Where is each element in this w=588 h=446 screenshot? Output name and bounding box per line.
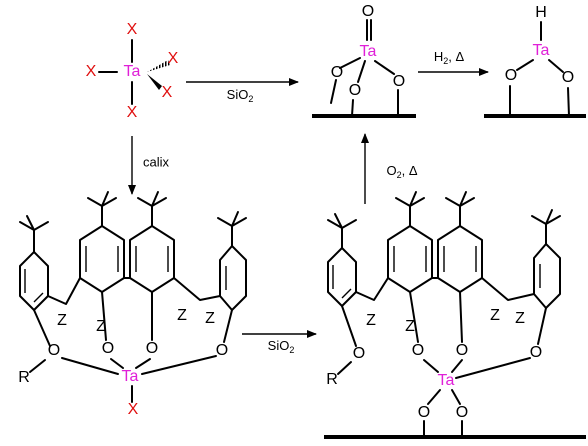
- oxygen-phenoxide-3: O: [216, 342, 228, 359]
- calixarene-tantalum-complex: Z Z Z Z O O O O R Ta X: [18, 191, 247, 418]
- oxygen-right: O: [562, 69, 574, 86]
- condition-sio2-bottom: SiO2: [268, 338, 295, 355]
- oxygen-phenoxide-3: O: [530, 344, 542, 361]
- z-bridge-1: Z: [57, 312, 67, 329]
- r-group: R: [326, 371, 338, 388]
- arrow-hydrogenation: H2, Δ: [418, 49, 489, 76]
- calixarene-framework: [19, 191, 247, 311]
- oxygen-phenoxide-2: O: [456, 342, 468, 359]
- grafted-tantalum-oxo-species: O Ta O O O: [312, 3, 416, 118]
- oxygen-alkoxy: O: [48, 342, 60, 359]
- oxygen-surface-left: O: [418, 404, 430, 421]
- tantalum-pentahalide-molecule: X X X X X Ta: [86, 21, 179, 121]
- condition-sio2-top: SiO2: [227, 87, 254, 104]
- grafted-calixarene-tantalum-complex: Z Z Z Z O O O O R Ta O O: [324, 191, 586, 439]
- oxygen-middle: O: [349, 82, 361, 99]
- ligand-x-back: X: [168, 50, 179, 67]
- arrow-calixarene-ligation: calix: [128, 136, 170, 195]
- r-group: R: [18, 369, 30, 386]
- oxygen-right: O: [393, 73, 405, 90]
- tantalum-atom: Ta: [122, 368, 139, 385]
- z-bridge-2: Z: [96, 318, 106, 335]
- calixarene-framework: [327, 191, 561, 309]
- arrow-sio2-grafting-calix: SiO2: [242, 330, 317, 355]
- ligand-x-bottom: X: [127, 104, 138, 121]
- ligand-x-top: X: [127, 21, 138, 38]
- arrow-sio2-grafting: SiO2: [186, 78, 299, 104]
- oxygen-phenoxide-1: O: [102, 340, 114, 357]
- oxygen-alkoxy: O: [353, 345, 365, 362]
- z-bridge-3: Z: [177, 307, 187, 324]
- arrow-oxidation: O2, Δ: [361, 133, 418, 204]
- oxygen-surface-right: O: [456, 404, 468, 421]
- condition-h2-heat: H2, Δ: [434, 49, 465, 66]
- ligand-x-left: X: [86, 63, 97, 80]
- ligand-x: X: [128, 401, 139, 418]
- z-bridge-3: Z: [490, 307, 500, 324]
- oxygen-left: O: [505, 67, 517, 84]
- oxygen-phenoxide-2: O: [146, 340, 158, 357]
- z-bridge-1: Z: [366, 312, 376, 329]
- tantalum-atom: Ta: [533, 42, 550, 59]
- hydride-atom: H: [535, 4, 547, 21]
- tantalum-atom: Ta: [360, 43, 377, 60]
- condition-o2-heat: O2, Δ: [386, 163, 417, 180]
- oxo-oxygen: O: [362, 3, 374, 20]
- condition-calix: calix: [143, 154, 170, 169]
- z-bridge-4: Z: [205, 310, 215, 327]
- tantalum-atom: Ta: [438, 372, 455, 389]
- tantalum-hydride-species: H Ta O O: [484, 4, 586, 118]
- z-bridge-2: Z: [405, 318, 415, 335]
- z-bridge-4: Z: [515, 310, 525, 327]
- oxygen-phenoxide-1: O: [412, 342, 424, 359]
- tantalum-atom: Ta: [124, 63, 141, 80]
- oxygen-left: O: [331, 64, 343, 81]
- ligand-x-front: X: [162, 84, 173, 101]
